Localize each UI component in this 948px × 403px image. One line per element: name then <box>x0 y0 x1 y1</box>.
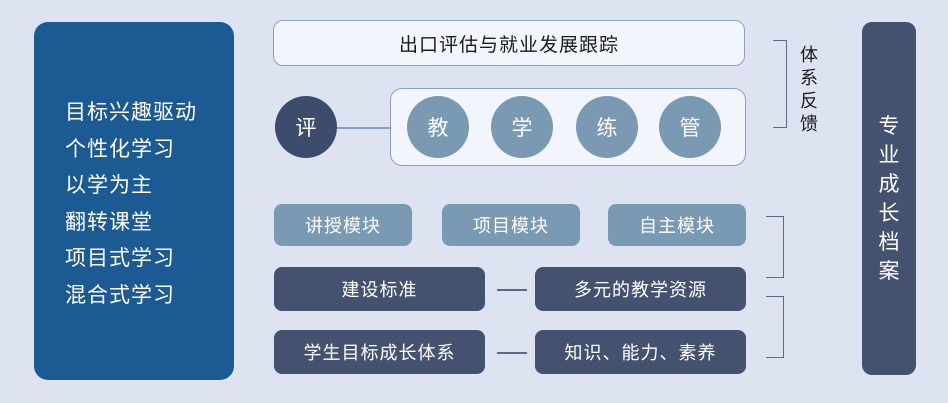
resources-label: 多元的教学资源 <box>574 280 707 301</box>
module-label: 自主模块 <box>639 216 715 237</box>
feedback-label: 体系反馈 <box>800 45 818 135</box>
module-project: 项目模块 <box>442 204 580 246</box>
ring-circle-label: 学 <box>511 116 533 140</box>
growth-system-box: 学生目标成长体系 <box>274 330 485 374</box>
ring-circle-label: 练 <box>596 116 618 140</box>
resources-box: 多元的教学资源 <box>535 267 746 311</box>
feedback-bracket <box>773 40 787 128</box>
left-item-3: 以学为主 <box>65 173 153 197</box>
build-standard-box: 建设标准 <box>274 267 485 311</box>
ring-circle-manage: 管 <box>659 96 721 158</box>
row2-connector <box>497 352 527 354</box>
eval-circle: 评 <box>275 96 337 158</box>
module-bracket <box>766 216 784 278</box>
right-panel-label: 专业成长档案 <box>878 113 900 283</box>
right-panel: 专业成长档案 <box>862 22 916 375</box>
build-standard-label: 建设标准 <box>341 280 418 301</box>
module-label: 讲授模块 <box>305 216 381 237</box>
ring-circle-learn: 学 <box>491 96 553 158</box>
eval-connector-line <box>337 127 390 129</box>
standard-bracket <box>766 296 784 358</box>
ring-circle-practice: 练 <box>576 96 638 158</box>
left-item-2: 个性化学习 <box>65 136 175 161</box>
left-item-6: 混合式学习 <box>65 282 175 307</box>
left-item-5: 项目式学习 <box>65 246 175 270</box>
top-title-box: 出口评估与就业发展跟踪 <box>273 20 745 66</box>
module-lecture: 讲授模块 <box>274 204 412 246</box>
eval-circle-label: 评 <box>295 116 317 140</box>
row1-connector <box>497 289 527 291</box>
left-item-4: 翻转课堂 <box>65 209 153 234</box>
growth-system-label: 学生目标成长体系 <box>303 343 456 364</box>
ring-circle-label: 管 <box>679 116 701 140</box>
ring-circle-teach: 教 <box>407 96 469 158</box>
ring-circle-label: 教 <box>427 116 449 140</box>
top-title-text: 出口评估与就业发展跟踪 <box>398 33 619 56</box>
left-item-1: 目标兴趣驱动 <box>65 100 197 124</box>
module-label: 项目模块 <box>473 216 549 237</box>
competency-label: 知识、能力、素养 <box>564 343 717 364</box>
left-panel: 目标兴趣驱动 个性化学习 以学为主 翻转课堂 项目式学习 混合式学习 <box>34 22 234 380</box>
module-self: 自主模块 <box>608 204 746 246</box>
competency-box: 知识、能力、素养 <box>535 330 746 374</box>
